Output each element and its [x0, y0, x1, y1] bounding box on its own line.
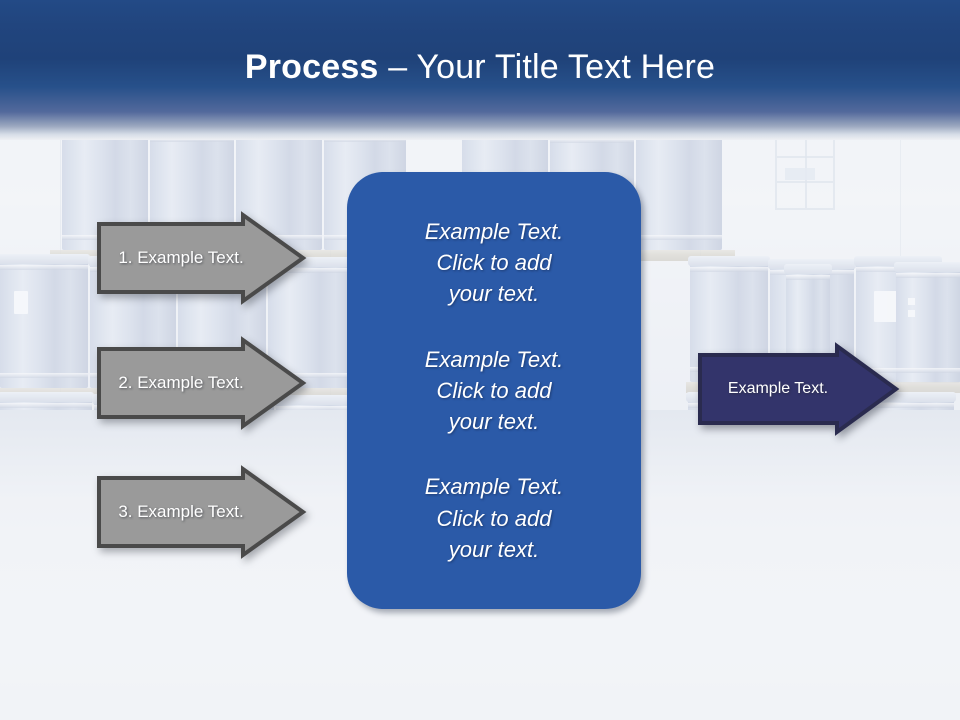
arrow-right-icon	[698, 342, 900, 436]
process-step-arrow-3[interactable]: 3. Example Text.	[96, 465, 307, 559]
process-result-arrow-label: Example Text.	[727, 380, 829, 397]
panel-text-block-2: Example Text. Click to add your text.	[424, 346, 564, 435]
page-title: Process – Your Title Text Here	[0, 48, 960, 87]
process-step-arrow-1-label: 1. Example Text.	[118, 248, 244, 267]
panel-text-block-3: Example Text. Click to add your text.	[424, 474, 564, 562]
drum	[0, 254, 90, 388]
panel-text-block-1: Example Text. Click to add your text.	[424, 218, 564, 307]
arrow-right-icon	[97, 211, 307, 305]
process-step-arrow-2-label: 2. Example Text.	[118, 373, 244, 392]
drum	[634, 124, 724, 250]
slide-header-band: Process – Your Title Text Here	[0, 0, 960, 140]
warehouse-window	[775, 128, 835, 210]
process-result-arrow[interactable]: Example Text.	[697, 342, 900, 436]
arrow-right-icon	[97, 336, 307, 430]
page-title-strong: Process	[244, 48, 379, 86]
center-content-panel[interactable]: Example Text. Click to add your text. Ex…	[347, 172, 641, 609]
arrow-right-icon	[97, 465, 307, 559]
process-step-arrow-1[interactable]: 1. Example Text.	[96, 211, 307, 305]
process-step-arrow-3-label: 3. Example Text.	[118, 502, 244, 521]
drum	[894, 262, 960, 383]
process-step-arrow-2[interactable]: 2. Example Text.	[96, 336, 307, 430]
page-title-rest: – Your Title Text Here	[378, 48, 716, 86]
